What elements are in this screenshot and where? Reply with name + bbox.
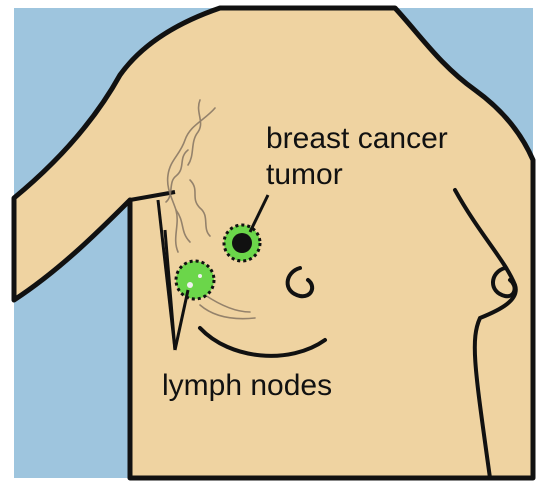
tumor-label-line2: tumor <box>266 158 343 191</box>
lymph-nodes-label: lymph nodes <box>162 369 332 402</box>
breast-tumor <box>224 225 260 261</box>
lymph-node <box>176 261 214 299</box>
tumor-label-line1: breast cancer <box>266 122 448 155</box>
